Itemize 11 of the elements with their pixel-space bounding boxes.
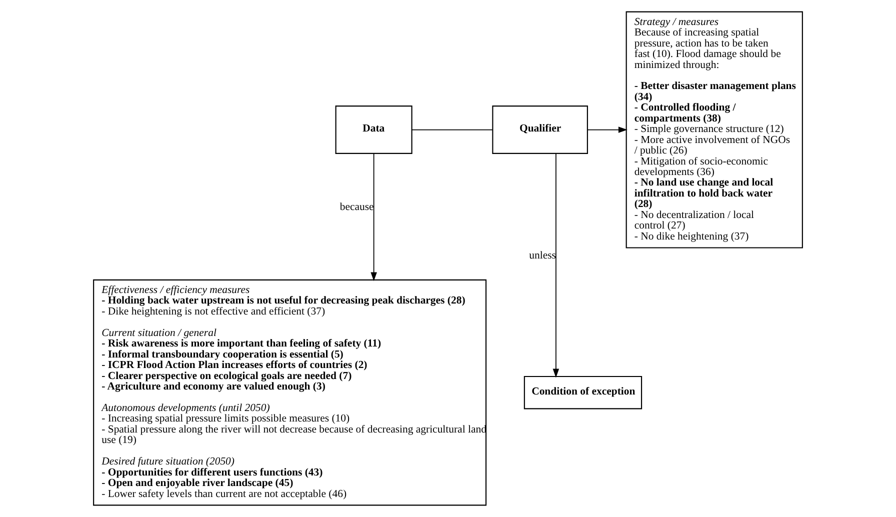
arrow	[370, 153, 377, 282]
node-box: Qualifier	[492, 106, 588, 154]
node-box: Condition of exception	[524, 376, 642, 410]
node-box: Strategy / measures Because of increasing spatial pressure, action has to be taken fast (10). Flood damage should be minimized through: - Better disaster management plans (34) - Controlled flooding / compartments (38) - Simple governance structure (12) - More active involvement of NGOs / public (26) - Mitigation of socio-economic developments (36) - No land use change and local infiltration to hold back water (28) - No decentralization / local control (27) - No dike heightening (37)	[626, 11, 803, 248]
connector	[412, 129, 494, 130]
node-box: Data	[335, 106, 412, 154]
node-box: Effectiveness / efficiency measures - Holding back water upstream is not useful for decreasing peak discharges (28) - Dike heightening is not effective and efficient (37) Current situation / general - Risk awareness is more important than feeling of safety (11) - Informal transboundary cooperation is essential (5) - ICPR Flood Action Plan increases efforts of countries (2) - Clearer perspective on ecological goals are needed (7) - Agriculture and economy are valued enough (3) Autonomous developments (until 2050) - Increasing spatial pressure limits possible measures (10) - Spatial pressure along the river will not decrease because of decreasing agricultural land use (19) Desired future situation (2050) - Opportunities for different users functions (43) - Open and enjoyable river landscape (45) - Lower safety levels than current are not acceptable (46)	[93, 279, 487, 506]
arrow	[587, 126, 628, 133]
edge-label: because	[340, 201, 374, 214]
arrow	[552, 153, 560, 378]
edge-label: unless	[529, 249, 556, 262]
